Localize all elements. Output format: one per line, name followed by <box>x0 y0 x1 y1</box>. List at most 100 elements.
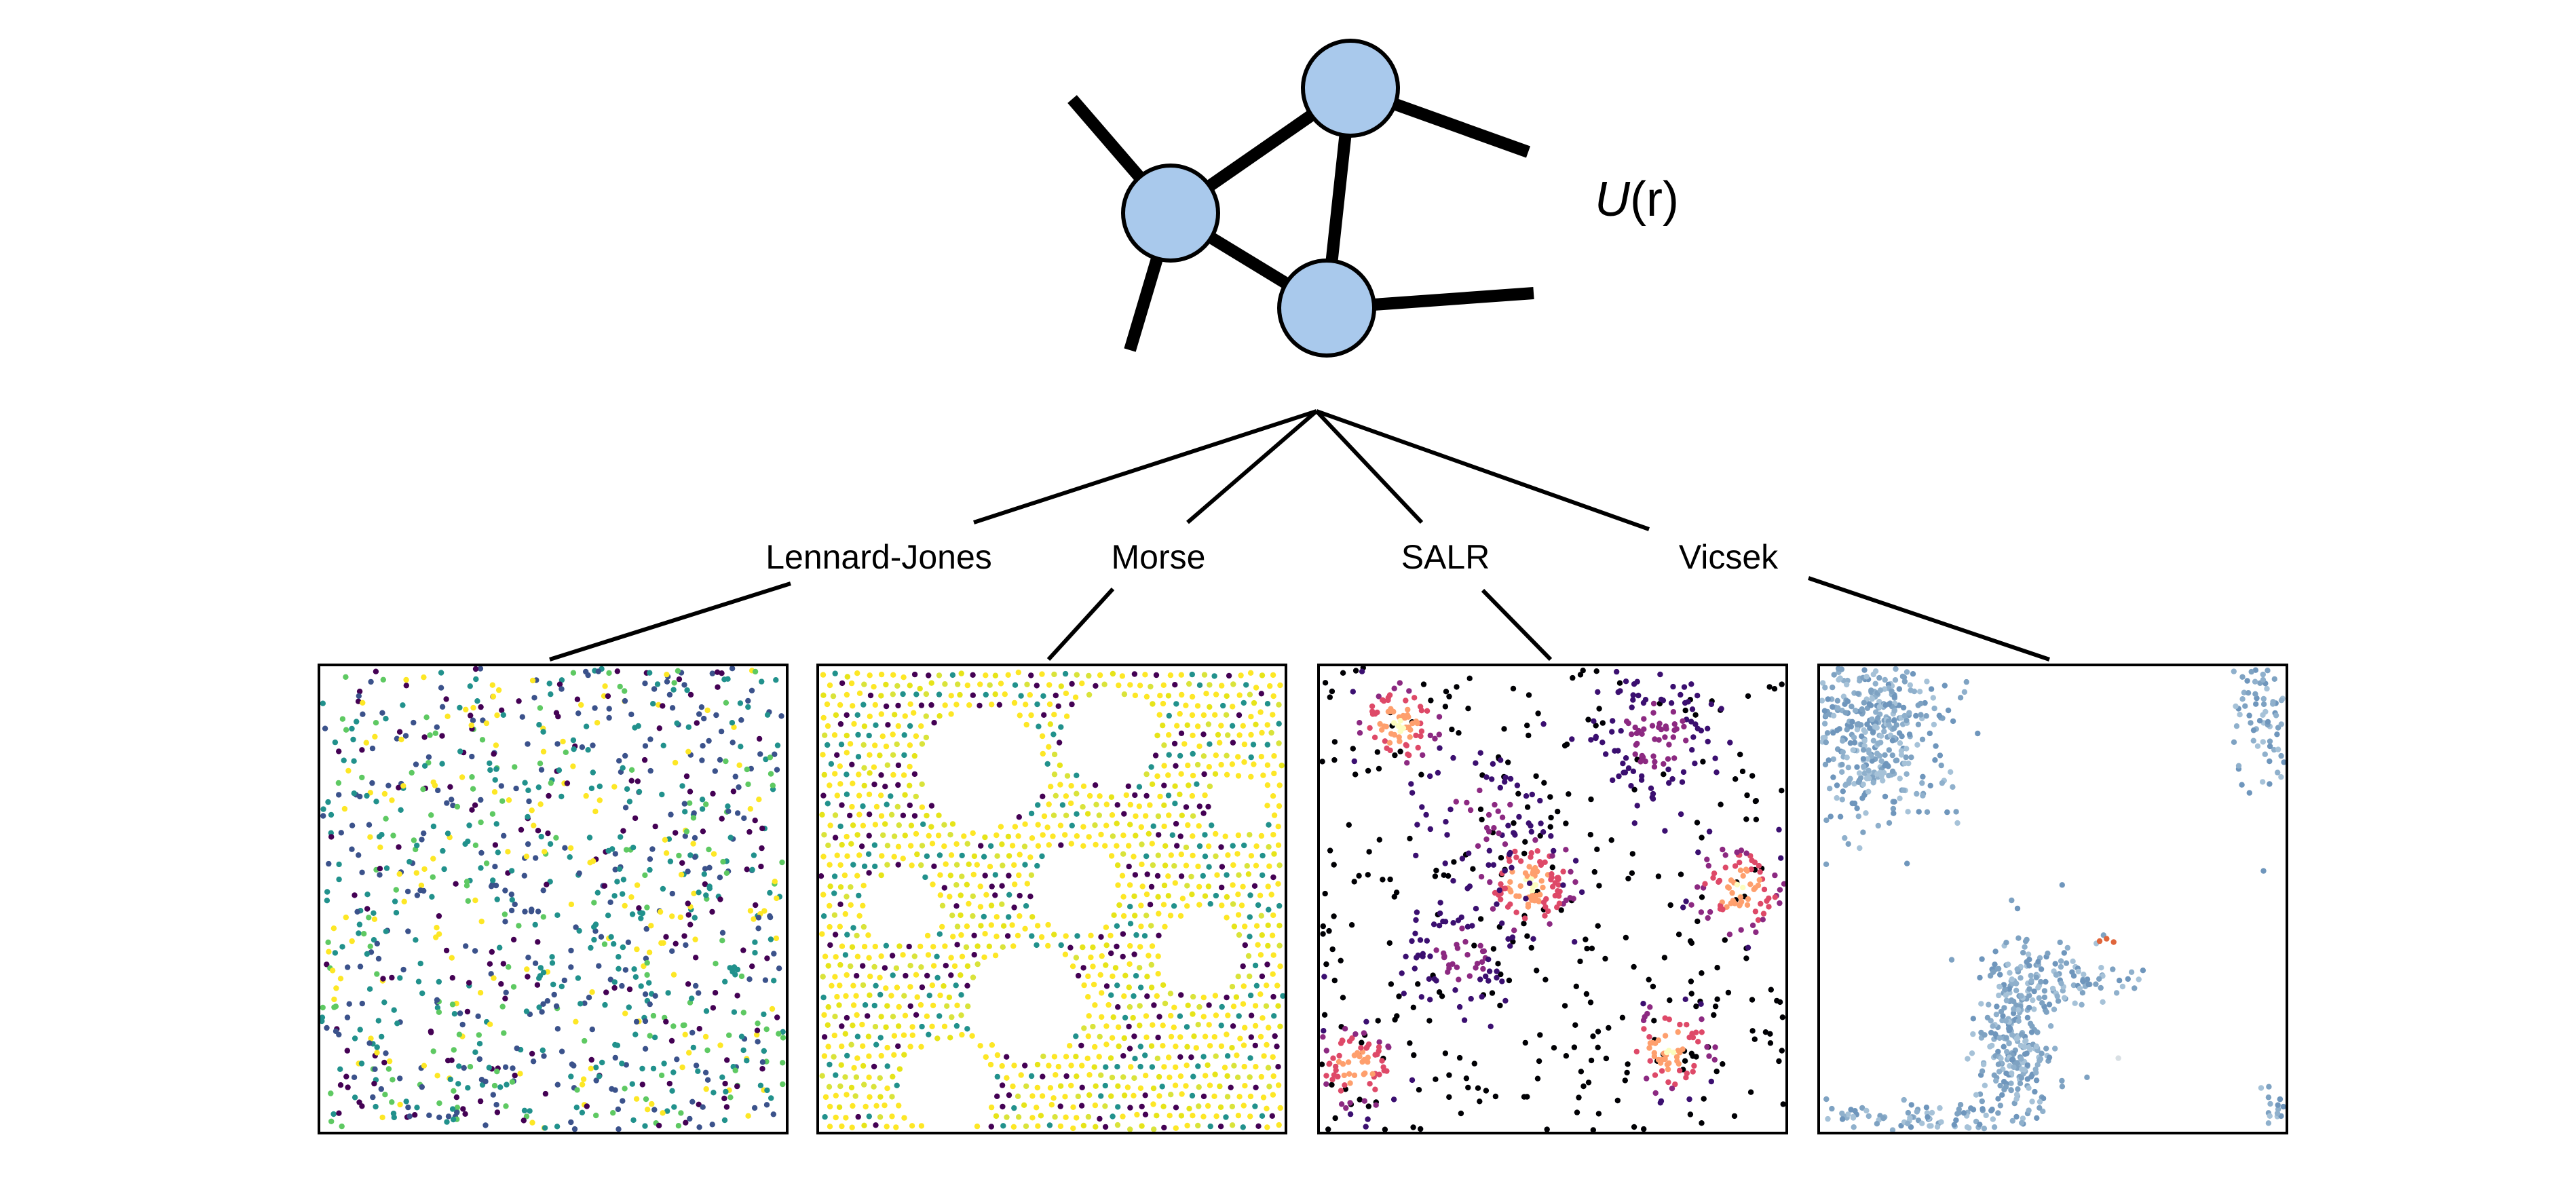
particle <box>867 992 873 998</box>
particle <box>1859 733 1865 740</box>
particle <box>1221 1065 1228 1071</box>
particle <box>1057 1123 1064 1130</box>
particle <box>1427 773 1433 780</box>
particle <box>1114 1064 1120 1070</box>
particle <box>977 883 983 890</box>
particle <box>1593 733 1599 740</box>
particle <box>2018 1075 2024 1081</box>
particle <box>1418 771 1424 778</box>
particle <box>517 1071 523 1077</box>
particle <box>1663 723 1669 729</box>
particle <box>1583 991 1590 997</box>
particle <box>1101 681 1107 687</box>
particle <box>615 954 622 960</box>
particle <box>1137 944 1143 950</box>
particle <box>381 999 387 1006</box>
particle <box>1379 1058 1385 1064</box>
particle <box>2281 759 2287 765</box>
particle <box>1124 1084 1131 1090</box>
particle <box>1427 997 1433 1003</box>
particle <box>538 833 544 840</box>
branch-lower-morse <box>1046 587 1115 662</box>
particle <box>681 933 687 939</box>
particle <box>768 1095 774 1101</box>
particle <box>1136 803 1142 809</box>
particle <box>1190 1113 1196 1119</box>
particle <box>426 1112 432 1118</box>
particle <box>679 1064 685 1071</box>
particle <box>1688 1050 1694 1056</box>
particle <box>1374 709 1380 716</box>
particle <box>1047 721 1053 727</box>
particle <box>1000 1123 1006 1129</box>
particle <box>1270 832 1276 838</box>
particle <box>1017 892 1023 899</box>
particle <box>744 866 750 873</box>
particle <box>736 784 742 790</box>
particle <box>656 1122 662 1129</box>
particle <box>396 784 402 790</box>
particle <box>2244 678 2250 684</box>
particle <box>2125 976 2131 982</box>
particle <box>818 873 825 879</box>
particle <box>1875 822 1881 829</box>
atom-c <box>1277 259 1376 358</box>
particle <box>590 769 596 776</box>
particle <box>2277 1096 2284 1103</box>
particle <box>992 892 998 898</box>
particle <box>924 972 930 979</box>
particle <box>964 682 970 689</box>
particle <box>1446 693 1452 700</box>
particle <box>439 733 445 739</box>
particle <box>1121 993 1127 999</box>
particle <box>1711 871 1718 877</box>
particle <box>2231 739 2237 745</box>
particle <box>2098 965 2104 971</box>
particle <box>1957 1102 1964 1108</box>
particle <box>827 923 833 930</box>
particle <box>556 767 563 773</box>
particle <box>1507 879 1513 885</box>
particle <box>1166 1054 1172 1060</box>
particle <box>333 985 339 991</box>
particle <box>614 668 620 674</box>
particle <box>2041 988 2048 994</box>
particle <box>1264 1124 1270 1130</box>
particle <box>988 922 994 928</box>
particle <box>1237 1035 1243 1041</box>
particle <box>837 823 844 830</box>
particle <box>2239 674 2246 680</box>
particle <box>490 693 497 700</box>
particle <box>871 764 877 770</box>
particle <box>1376 693 1382 700</box>
particle <box>647 736 654 742</box>
particle <box>2055 998 2062 1004</box>
particle <box>854 932 860 939</box>
particle <box>538 767 545 773</box>
particle <box>1196 1003 1202 1010</box>
particle <box>1097 672 1103 678</box>
particle <box>2034 1115 2040 1121</box>
particle <box>1252 1022 1259 1029</box>
particle <box>913 972 920 978</box>
particle <box>1144 974 1150 980</box>
particle <box>1635 692 1642 699</box>
particle <box>1332 1115 1338 1122</box>
particle <box>1331 913 1337 919</box>
particle <box>1399 970 1405 976</box>
particle <box>1587 999 1594 1006</box>
particle <box>1577 672 1584 678</box>
particle <box>1120 851 1126 857</box>
particle <box>2011 1006 2017 1012</box>
particle <box>1229 1122 1236 1128</box>
particle <box>1195 863 1201 870</box>
particle <box>1131 993 1137 999</box>
particle <box>761 1048 767 1054</box>
particle <box>1240 1124 1246 1130</box>
particle <box>2119 983 2126 990</box>
particle <box>1863 674 1870 680</box>
particle <box>950 934 956 940</box>
particle <box>586 995 592 1001</box>
particle <box>1126 961 1133 968</box>
particle <box>941 983 947 989</box>
